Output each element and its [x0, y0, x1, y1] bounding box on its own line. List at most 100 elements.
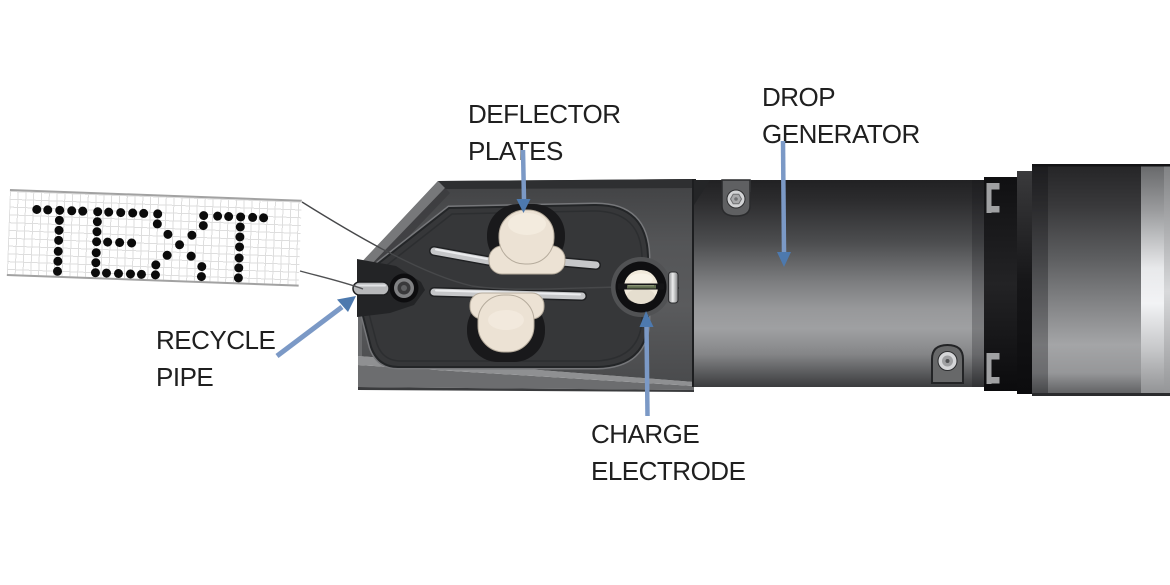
- printed-dot: [235, 211, 246, 222]
- deflector-plate-edges: [429, 246, 601, 301]
- printed-dot: [233, 273, 243, 283]
- printed-dot: [90, 258, 101, 268]
- nozzle-bore: [397, 281, 411, 295]
- label-drop-generator: DROP GENERATOR: [762, 79, 920, 153]
- printed-dot: [114, 238, 125, 248]
- round-screw: [937, 351, 958, 371]
- printhead-nose-section: [352, 179, 694, 392]
- cylinder-end-shade: [972, 180, 984, 387]
- nose-front-face: [358, 179, 694, 382]
- jet-trajectory-line: [301, 201, 620, 290]
- electrode-seat: [611, 257, 671, 317]
- electrode-side-tab: [668, 271, 679, 304]
- printed-dot: [235, 222, 245, 232]
- deflector-plate-top: [487, 204, 566, 275]
- printed-dot: [53, 236, 64, 246]
- round-screw-center: [945, 359, 950, 363]
- dot-matrix-text: [10, 191, 302, 283]
- printed-dot: [54, 225, 64, 236]
- printed-dot: [78, 206, 88, 216]
- label-recycle-pipe: RECYCLE PIPE: [156, 322, 276, 396]
- printed-dot: [234, 242, 245, 252]
- hex-screw: [726, 189, 746, 209]
- nose-left-edge: [358, 266, 362, 356]
- printed-dot: [139, 208, 149, 218]
- nose-chamfer-highlight: [358, 181, 445, 271]
- printed-dot: [174, 240, 185, 250]
- nose-chamfer-shadow: [365, 188, 450, 276]
- label-line: DROP: [762, 82, 836, 112]
- nozzle-ring-inner: [394, 278, 414, 298]
- printed-dot: [152, 208, 162, 219]
- printed-dot: [259, 212, 269, 222]
- nose-top-edge: [438, 179, 694, 189]
- printed-dot: [54, 205, 65, 215]
- printed-dot: [104, 206, 114, 217]
- recycle-pipe-tube: [352, 281, 390, 296]
- printed-dot: [137, 270, 147, 280]
- cylinder-corner-chamfer: [694, 180, 710, 205]
- printed-dot: [186, 230, 197, 240]
- printed-dot: [247, 212, 257, 222]
- printed-dot: [91, 237, 101, 247]
- label-deflector-plates: DEFLECTOR PLATES: [468, 96, 621, 170]
- printed-dot: [52, 266, 63, 277]
- drop-generator-section: [692, 164, 1170, 396]
- printed-dot: [152, 219, 162, 229]
- printed-dot: [126, 238, 136, 249]
- printed-dot: [197, 272, 207, 282]
- printed-dot: [197, 261, 207, 272]
- nozzle-center: [401, 285, 407, 291]
- printed-dot: [199, 210, 209, 220]
- printed-dot: [43, 204, 53, 215]
- charge-electrode: [611, 257, 671, 317]
- printed-dot: [92, 206, 102, 216]
- nozzle-assembly: [352, 259, 425, 317]
- arrow-charge-electrode: [639, 311, 654, 417]
- printed-dot: [90, 268, 100, 278]
- label-line: CHARGE: [591, 419, 700, 449]
- label-line: PLATES: [468, 136, 563, 166]
- printed-dot: [92, 216, 102, 227]
- printed-dot: [113, 269, 124, 279]
- label-charge-electrode: CHARGE ELECTRODE: [591, 416, 746, 490]
- printed-dot: [224, 211, 234, 221]
- printed-dot: [125, 269, 135, 279]
- nose-bottom-edge: [358, 387, 694, 392]
- printed-dot: [186, 251, 196, 261]
- nose-bottom-face-shadow: [358, 365, 694, 390]
- arrow-recycle-pipe: [275, 296, 356, 358]
- clamp-bracket-bottom: [986, 353, 1000, 384]
- electrode-sheen: [629, 273, 653, 285]
- hex-screw-center: [734, 197, 738, 201]
- printed-dot: [91, 227, 102, 237]
- recess-rim-highlight: [357, 202, 651, 370]
- tab-body: [931, 343, 964, 384]
- electrode-slot: [618, 283, 664, 290]
- printed-dot: [233, 263, 244, 273]
- recycle-leader-line: [299, 270, 364, 290]
- electrode-ring: [615, 261, 667, 313]
- clamp-ring-black: [984, 177, 1017, 391]
- printed-dot: [115, 207, 126, 217]
- mounting-tab-top: [721, 179, 751, 217]
- arrow-drop-generator: [777, 140, 791, 267]
- printed-dot: [150, 270, 160, 280]
- clamp-ring-thin: [1017, 171, 1032, 394]
- printed-dot: [91, 247, 101, 258]
- round-screw-head: [942, 355, 953, 367]
- drop-generator-body: [694, 180, 984, 387]
- printed-dot: [235, 232, 245, 242]
- printed-dot: [198, 220, 209, 231]
- body-seam: [692, 179, 696, 387]
- label-line: DEFLECTOR: [468, 99, 621, 129]
- nozzle-block: [357, 259, 425, 317]
- printed-dot: [66, 205, 77, 215]
- printed-dot: [150, 260, 160, 270]
- label-line: GENERATOR: [762, 119, 920, 149]
- rear-housing: [1032, 164, 1141, 396]
- tab-slot: [723, 180, 751, 192]
- jet-line-right-segment: [665, 286, 680, 289]
- tab-body: [721, 179, 751, 217]
